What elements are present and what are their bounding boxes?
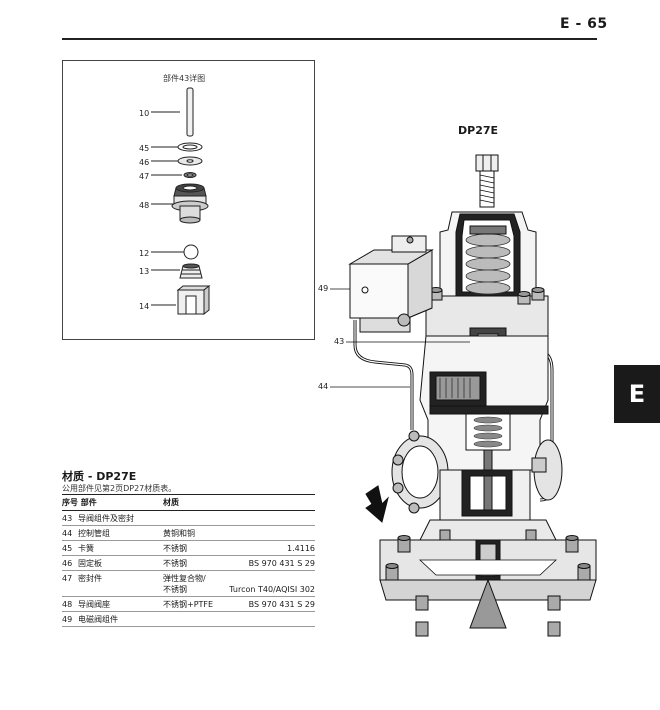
bracket-part (176, 284, 211, 316)
pilot-seat-part (171, 183, 209, 224)
callout-49: 49 (318, 284, 329, 293)
row-material (163, 611, 228, 627)
row-spec (228, 611, 315, 627)
row-part: 导阀阀座 (78, 596, 163, 612)
part-label-10: 10 (139, 109, 150, 118)
row-material: 黄铜和铜 (163, 525, 228, 541)
row-no: 44 (62, 525, 78, 541)
part-label-45: 45 (139, 144, 150, 153)
table-row: 47 密封件 弹性复合物/ 不锈钢 Turcon T40/AQISI 302 (62, 570, 315, 597)
row-part: 导阀组件及密封 (78, 510, 163, 526)
exploded-parts-drawing (151, 87, 211, 316)
row-no: 46 (62, 555, 78, 571)
header-material: 材质 (163, 494, 228, 511)
row-material: 不锈钢+PTFE (163, 596, 228, 612)
row-part: 卡簧 (78, 540, 163, 556)
row-material: 不锈钢 (163, 540, 228, 556)
table-row: 46 固定板 不锈钢 BS 970 431 S 29 (62, 555, 315, 571)
flow-direction-arrow (365, 485, 389, 523)
materials-title: 材质 - DP27E (62, 470, 137, 483)
row-material-line1: 弹性复合物/ (163, 573, 206, 583)
row-material: 不锈钢 (163, 555, 228, 571)
row-spec (228, 525, 315, 541)
row-material (163, 510, 228, 526)
part-label-12: 12 (139, 249, 150, 258)
row-material: 弹性复合物/ 不锈钢 (163, 570, 228, 597)
cone-part (179, 263, 203, 279)
table-header-row: 序号 部件 材质 (62, 494, 315, 511)
part-label-48: 48 (139, 201, 150, 210)
inlet-flange (391, 430, 449, 514)
flange-bolts-top (429, 287, 545, 305)
header-no-part: 序号 部件 (62, 494, 163, 511)
model-title: DP27E (458, 124, 499, 137)
table-row: 43 导阀组件及密封 (62, 510, 315, 526)
adjustment-spring (465, 233, 511, 295)
row-spec: BS 970 431 S 29 (228, 555, 315, 571)
table-row: 49 电磁阀组件 (62, 611, 315, 627)
part-label-14: 14 (139, 302, 150, 311)
control-pipe (353, 320, 414, 430)
valve-drawing (330, 154, 597, 637)
materials-subtitle: 公用部件见第2页DP27材质表。 (62, 484, 177, 493)
row-no: 48 (62, 596, 78, 612)
row-no: 45 (62, 540, 78, 556)
row-no: 47 (62, 570, 78, 597)
materials-table: 序号 部件 材质 43 导阀组件及密封 44 控制管组 黄铜和铜 45 卡簧 不… (62, 494, 315, 627)
solenoid-valve (348, 235, 434, 333)
row-no: 43 (62, 510, 78, 526)
callout-44: 44 (318, 382, 329, 391)
row-spec (228, 510, 315, 526)
flange-bolts-bottom (385, 529, 591, 637)
table-row: 48 导阀阀座 不锈钢+PTFE BS 970 431 S 29 (62, 596, 315, 612)
outlet-flange (531, 439, 563, 501)
row-no: 49 (62, 611, 78, 627)
part-label-13: 13 (139, 267, 150, 276)
row-spec: BS 970 431 S 29 (228, 596, 315, 612)
row-part: 电磁阀组件 (78, 611, 163, 627)
row-spec: 1.4116 (228, 540, 315, 556)
table-row: 44 控制管组 黄铜和铜 (62, 525, 315, 541)
detail-inset: 部件43详图 10 45 46 47 48 12 13 14 (62, 60, 315, 340)
part-label-47: 47 (139, 172, 150, 181)
row-spec: Turcon T40/AQISI 302 (228, 570, 315, 597)
header-rule (62, 38, 597, 40)
part-label-46: 46 (139, 158, 150, 167)
page-number: E - 65 (560, 16, 608, 32)
detail-inset-title: 部件43详图 (163, 74, 206, 83)
return-spring (473, 416, 503, 448)
ball-part (183, 244, 199, 260)
section-tab: E (614, 365, 660, 423)
row-part: 控制管组 (78, 525, 163, 541)
adjusting-nut (475, 154, 499, 172)
table-row: 45 卡簧 不锈钢 1.4116 (62, 540, 315, 556)
pin-part (186, 87, 194, 137)
row-part: 固定板 (78, 555, 163, 571)
row-material-line2: 不锈钢 (163, 584, 187, 594)
row-part: 密封件 (78, 570, 163, 597)
callout-43: 43 (334, 337, 345, 346)
